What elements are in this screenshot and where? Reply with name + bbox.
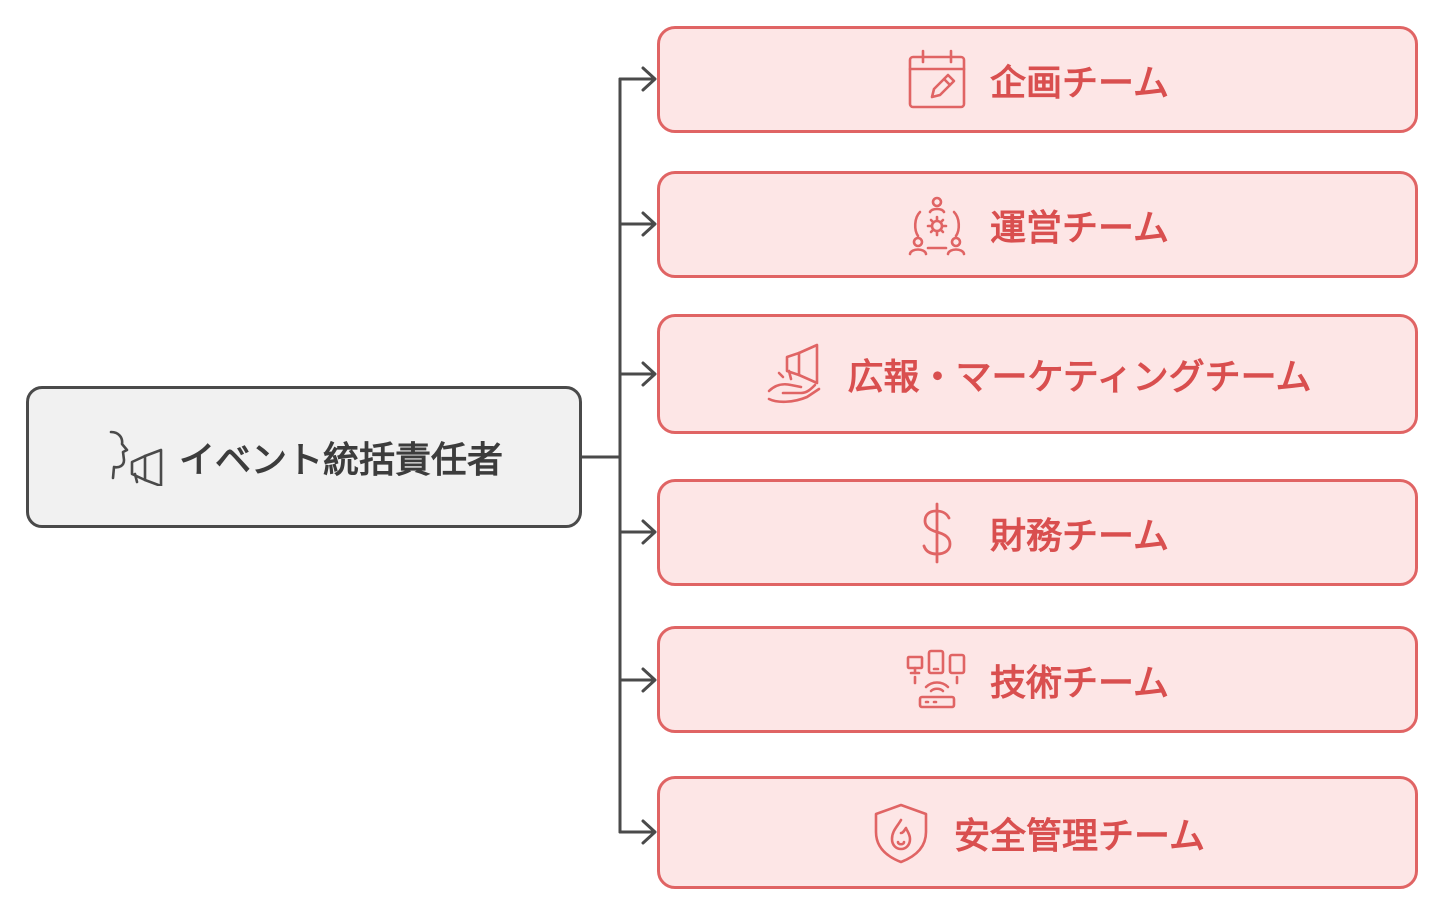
team-label-finance: 財務チーム xyxy=(990,515,1169,557)
team-label-planning: 企画チーム xyxy=(990,62,1169,104)
arrowhead-5 xyxy=(641,667,657,693)
arrowhead-6 xyxy=(641,819,657,845)
megaphone-speaker-icon xyxy=(105,428,167,486)
arrowhead-4 xyxy=(641,519,657,545)
root-label: イベント統括責任者 xyxy=(178,440,503,481)
team-node-technical: 技術チーム xyxy=(657,626,1418,733)
arrowhead-3 xyxy=(641,361,657,387)
team-node-planning: 企画チーム xyxy=(657,26,1418,133)
hand-megaphone-icon xyxy=(763,343,825,405)
team-node-safety: 安全管理チーム xyxy=(657,776,1418,889)
devices-network-icon xyxy=(906,649,968,711)
shield-fire-icon xyxy=(870,802,932,864)
team-node-finance: 財務チーム xyxy=(657,479,1418,586)
arrowhead-2 xyxy=(641,211,657,237)
team-label-safety: 安全管理チーム xyxy=(954,815,1205,857)
team-node-operations: 運営チーム xyxy=(657,171,1418,278)
team-gear-icon xyxy=(906,194,968,256)
team-label-pr-marketing: 広報・マーケティングチーム xyxy=(847,357,1312,398)
root-node: イベント統括責任者 xyxy=(26,386,582,528)
team-node-pr-marketing: 広報・マーケティングチーム xyxy=(657,314,1418,434)
calendar-edit-icon xyxy=(906,49,968,111)
dollar-icon xyxy=(906,502,968,564)
team-label-technical: 技術チーム xyxy=(990,662,1169,704)
team-label-operations: 運営チーム xyxy=(990,207,1169,249)
arrowhead-1 xyxy=(641,66,657,92)
